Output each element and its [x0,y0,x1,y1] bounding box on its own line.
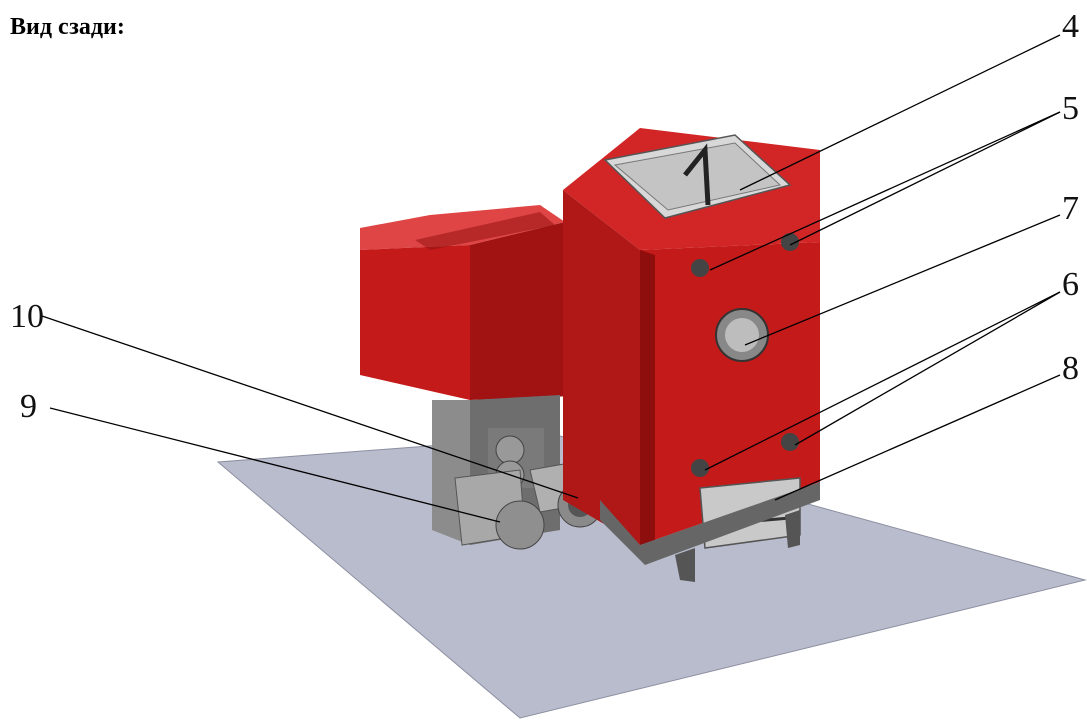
motor-cap [495,500,545,550]
view-title: Вид сзади: [10,14,125,40]
callout-5: 5 [1062,90,1079,127]
bottom-pipe-connectors [691,433,799,477]
top-pipe-connectors [691,233,799,277]
base-frame [600,482,820,582]
callout-10: 10 [10,298,44,335]
leader-lines [41,34,1061,523]
top-loading-door [603,134,792,219]
boiler-body [563,128,820,545]
callout-6: 6 [1062,266,1079,303]
flue-outlet [715,308,769,362]
callout-7: 7 [1062,190,1079,227]
callout-8: 8 [1062,350,1079,387]
callout-4: 4 [1062,8,1079,45]
callout-9: 9 [20,388,37,425]
